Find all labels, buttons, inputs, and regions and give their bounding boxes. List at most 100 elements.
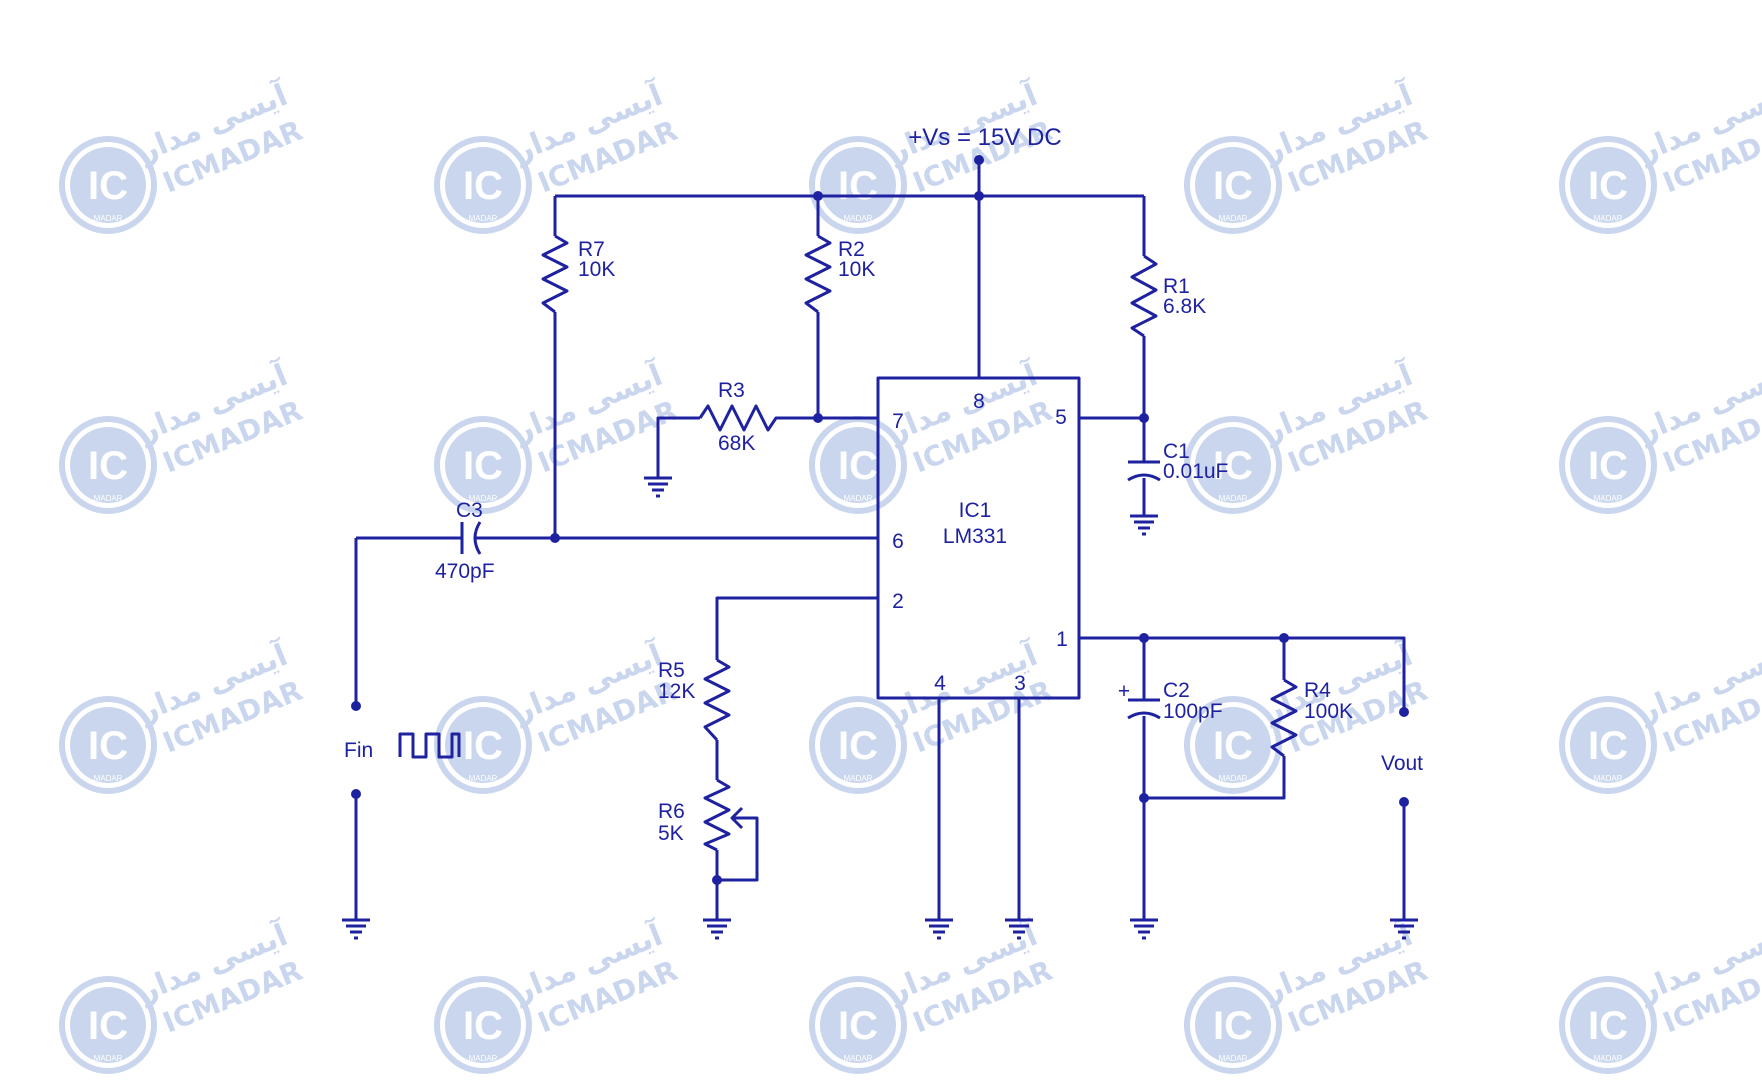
input-terminal <box>351 789 361 799</box>
svg-text:IC: IC <box>838 444 878 488</box>
ground-icon <box>644 476 672 498</box>
svg-text:MADAR: MADAR <box>844 494 873 503</box>
ic-body <box>876 376 1081 700</box>
ground-icon <box>1005 918 1033 940</box>
r6-value: 5K <box>658 822 684 845</box>
output-terminal <box>1399 707 1409 717</box>
pin1-wire <box>1079 636 1406 712</box>
capacitor-c1 <box>1127 460 1161 482</box>
svg-text:IC: IC <box>1213 444 1253 488</box>
grounds <box>342 476 1418 940</box>
ground-icon <box>703 918 731 940</box>
svg-text:IC: IC <box>1588 444 1628 488</box>
ground-icon <box>1130 514 1158 536</box>
watermark-logo: IC MADAR ICMADAR آیسی مدار <box>59 636 307 794</box>
svg-text:MADAR: MADAR <box>1594 1054 1623 1063</box>
svg-text:IC: IC <box>1213 164 1253 208</box>
ic-pin-7: 7 <box>892 410 904 433</box>
junction-dot <box>813 413 823 423</box>
watermark-logo: IC MADAR ICMADAR آیسی مدار <box>59 916 307 1074</box>
ic-pin-2: 2 <box>892 590 904 613</box>
svg-text:MADAR: MADAR <box>94 494 123 503</box>
pin5-wire <box>1079 416 1146 462</box>
svg-text:IC: IC <box>1588 164 1628 208</box>
watermark-logo: IC MADAR ICMADAR آیسی مدار <box>1184 76 1432 234</box>
r2-value: 10K <box>838 258 875 281</box>
r4-value: 100K <box>1304 700 1353 723</box>
svg-text:IC: IC <box>463 164 503 208</box>
capacitor-c2 <box>1127 698 1161 720</box>
svg-text:MADAR: MADAR <box>844 214 873 223</box>
r4-ref: R4 <box>1304 679 1331 702</box>
svg-text:IC: IC <box>88 724 128 768</box>
svg-text:IC: IC <box>838 724 878 768</box>
c2-polarity: + <box>1118 680 1130 703</box>
ground-icon <box>925 918 953 940</box>
r3-ground-wire <box>656 416 700 478</box>
watermark-logo: IC MADAR ICMADAR آیسی مدار <box>434 76 682 234</box>
svg-text:IC: IC <box>463 1004 503 1048</box>
svg-text:MADAR: MADAR <box>469 1054 498 1063</box>
watermark-logo: IC MADAR ICMADAR آیسی مدار <box>59 356 307 514</box>
watermark-logo: IC MADAR ICMADAR آیسی مدار <box>59 76 307 234</box>
ground-icon <box>342 918 370 940</box>
junction-dot <box>1279 633 1289 643</box>
svg-text:MADAR: MADAR <box>469 774 498 783</box>
output-terminal <box>1399 797 1409 807</box>
watermark-logo: IC MADAR ICMADAR آیسی مدار <box>434 356 682 514</box>
junction-dot <box>1139 633 1149 643</box>
junction-dot <box>974 191 984 201</box>
svg-text:MADAR: MADAR <box>1594 774 1623 783</box>
svg-text:MADAR: MADAR <box>1219 494 1248 503</box>
r2-ref: R2 <box>838 238 865 261</box>
svg-text:IC: IC <box>88 1004 128 1048</box>
pin2-wire <box>715 596 878 660</box>
watermark-logo: IC MADAR ICMADAR آیسی مدار <box>434 636 682 794</box>
svg-text:IC: IC <box>463 444 503 488</box>
ic-pin-6: 6 <box>892 530 904 553</box>
svg-text:IC: IC <box>1213 1004 1253 1048</box>
ic-pin-5: 5 <box>1055 406 1067 429</box>
capacitor-c3 <box>460 521 482 555</box>
svg-text:IC: IC <box>88 164 128 208</box>
resistor-r3 <box>698 404 818 432</box>
svg-text:IC: IC <box>838 1004 878 1048</box>
c2-ref: C2 <box>1163 679 1190 702</box>
resistor-r2 <box>804 234 832 314</box>
input-terminal <box>351 701 361 711</box>
c2-value: 100pF <box>1163 700 1223 723</box>
svg-text:MADAR: MADAR <box>844 1054 873 1063</box>
ic-pin-8: 8 <box>973 390 985 413</box>
ic-pin-3: 3 <box>1014 672 1026 695</box>
svg-text:MADAR: MADAR <box>1219 214 1248 223</box>
watermark-logo: IC MADAR ICMADAR آیسی مدار <box>1184 916 1432 1074</box>
watermark-logo: IC MADAR ICMADAR آیسی مدار <box>1559 356 1762 514</box>
r4-bottom-wire <box>1144 756 1286 800</box>
resistor-r1 <box>1130 254 1158 338</box>
resistor-r5 <box>703 658 731 742</box>
watermark-logo: IC MADAR ICMADAR آیسی مدار <box>1559 76 1762 234</box>
ground-icon <box>1390 918 1418 940</box>
square-wave-icon <box>398 732 461 759</box>
junction-dot <box>1139 413 1149 423</box>
svg-text:IC: IC <box>1588 724 1628 768</box>
watermark-logo: IC MADAR ICMADAR آیسی مدار <box>1184 356 1432 514</box>
ic-part: LM331 <box>943 525 1007 548</box>
svg-text:MADAR: MADAR <box>94 1054 123 1063</box>
watermark-logo: IC MADAR ICMADAR آیسی مدار <box>1559 636 1762 794</box>
r3-ref: R3 <box>718 379 745 402</box>
r1-value: 6.8K <box>1163 295 1206 318</box>
svg-text:IC: IC <box>1213 724 1253 768</box>
ic-pin-1: 1 <box>1056 628 1068 651</box>
watermark-logo: IC MADAR ICMADAR آیسی مدار <box>809 76 1057 234</box>
svg-text:MADAR: MADAR <box>844 774 873 783</box>
svg-text:IC: IC <box>838 164 878 208</box>
svg-text:MADAR: MADAR <box>469 214 498 223</box>
r7-value: 10K <box>578 258 615 281</box>
c1-ref: C1 <box>1163 440 1190 463</box>
r5-value: 12K <box>658 680 695 703</box>
supply-terminal <box>974 155 984 165</box>
ic-ref: IC1 <box>959 499 992 522</box>
r3-value: 68K <box>718 432 755 455</box>
